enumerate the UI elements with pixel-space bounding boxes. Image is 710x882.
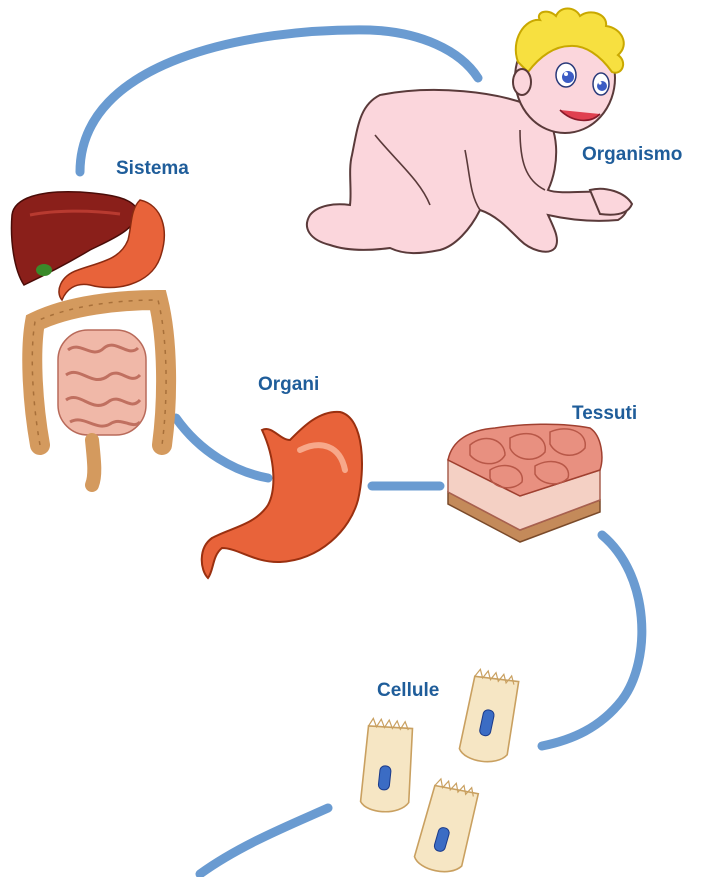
baby-ear bbox=[513, 69, 531, 95]
label-organismo: Organismo bbox=[582, 144, 682, 166]
cell-2 bbox=[360, 718, 417, 814]
cell-1 bbox=[458, 668, 524, 766]
label-cellule: Cellule bbox=[377, 680, 439, 702]
tissue-illustration bbox=[448, 424, 602, 542]
connector-tessuti-cellule bbox=[542, 535, 642, 746]
baby-illustration bbox=[307, 9, 632, 254]
cell-3 bbox=[412, 778, 483, 877]
connector-cellule-bottom bbox=[200, 808, 328, 874]
label-organi: Organi bbox=[258, 374, 319, 396]
label-tessuti: Tessuti bbox=[572, 403, 637, 425]
stomach bbox=[202, 412, 362, 578]
small-intestine bbox=[58, 330, 146, 435]
stomach-illustration bbox=[202, 412, 362, 578]
gallbladder bbox=[36, 264, 52, 276]
digestive-system-illustration bbox=[12, 192, 167, 485]
connector-sistema-organi bbox=[176, 418, 268, 478]
label-sistema: Sistema bbox=[116, 158, 189, 180]
